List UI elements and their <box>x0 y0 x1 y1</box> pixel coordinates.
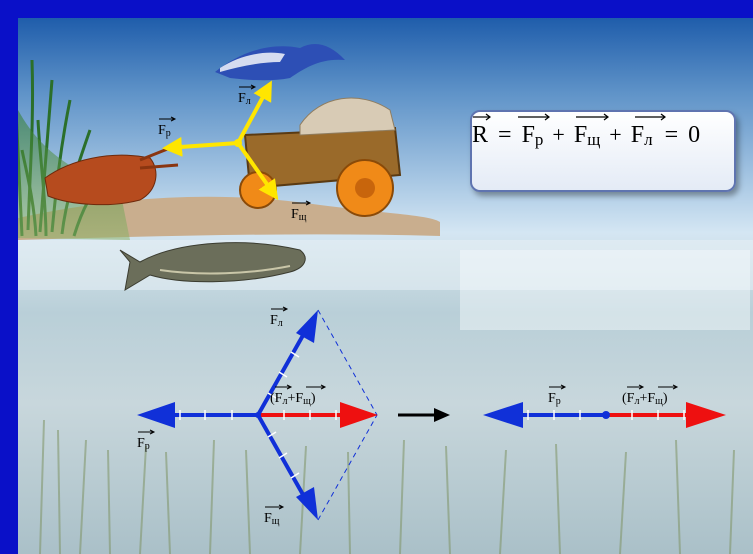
balance-point <box>602 411 610 419</box>
diagram-left-label-fl: Fл <box>270 306 289 329</box>
diagram-left-label-sum: (Fл+Fщ) <box>270 384 327 407</box>
scene-artwork <box>18 44 753 554</box>
scene-labels: Fл Fр Fщ <box>158 84 312 223</box>
swan <box>215 44 345 81</box>
svg-text:Fщ: Fщ <box>291 207 307 223</box>
equilibrium-formula-box <box>470 110 736 192</box>
svg-text:R = Fр + Fщ: R = Fр + Fщ + Fл = 0 <box>472 122 700 151</box>
diagram-left: Fл Fр Fщ (Fл+Fщ) <box>137 306 378 527</box>
svg-text:(Fл+Fщ): (Fл+Fщ) <box>270 391 316 407</box>
arrow-fsh <box>256 414 308 501</box>
dashed-side-bottom <box>317 414 378 521</box>
diagram-right-label-fr: Fр <box>548 384 567 407</box>
equilibrium-formula: R = Fр + Fщ + Fл = 0 <box>472 113 700 151</box>
formula-r: R <box>472 122 488 148</box>
transition-arrow <box>398 408 450 422</box>
arrow-fl <box>256 329 308 416</box>
scene-label-fr: Fр <box>158 116 177 139</box>
diagram-left-label-fsh: Fщ <box>264 504 285 527</box>
svg-text:(Fл+Fщ): (Fл+Fщ) <box>622 391 668 407</box>
scene-label-fl: Fл <box>238 84 257 107</box>
pike-fish <box>119 242 306 291</box>
scene-label-fsh: Fщ <box>291 200 312 223</box>
svg-text:Fл: Fл <box>238 91 251 107</box>
scene-arrow-fr <box>162 136 239 157</box>
vector-diagrams: Fл Fр Fщ (Fл+Fщ) <box>137 306 726 527</box>
diagram-right-label-sum: (Fл+Fщ) <box>622 384 679 407</box>
svg-text:Fл: Fл <box>270 313 283 329</box>
diagram-right: Fр (Fл+Fщ) <box>483 384 726 428</box>
svg-text:Fр: Fр <box>137 436 150 452</box>
river-scene: Fл Fр Fщ R = Fр + Fщ + Fл = 0 <box>18 18 753 554</box>
svg-text:Fщ: Fщ <box>264 511 280 527</box>
scene-arrow-fsh <box>236 141 279 201</box>
svg-text:Fр: Fр <box>548 391 561 407</box>
dashed-side-top <box>317 309 378 416</box>
diagram-left-label-fr: Fр <box>137 429 156 452</box>
scene-force-arrows <box>162 80 279 201</box>
reeds-bottom <box>39 419 735 554</box>
svg-text:Fр: Fр <box>158 123 171 139</box>
scene-arrow-fl <box>236 80 272 144</box>
